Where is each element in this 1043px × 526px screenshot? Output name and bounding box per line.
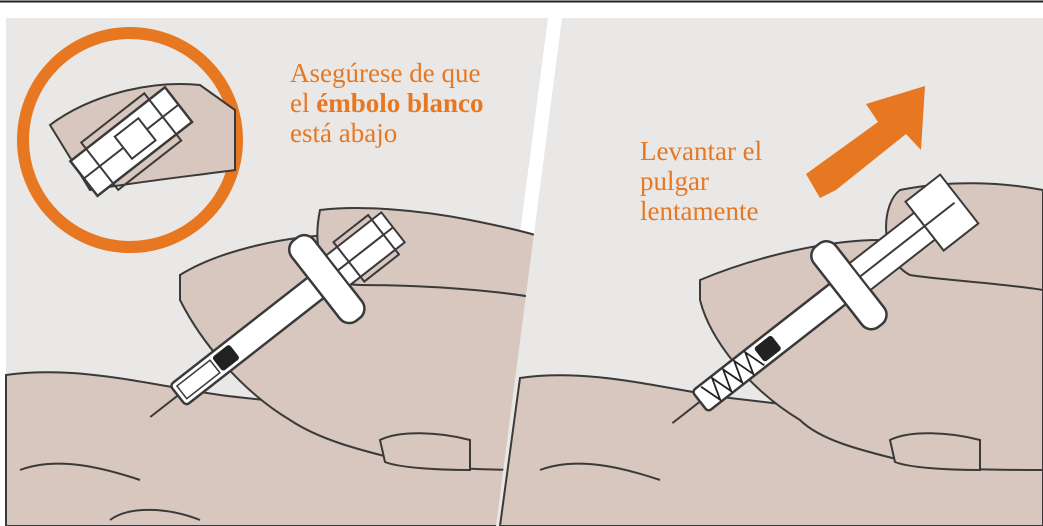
- instruction-prefix: el: [290, 88, 317, 118]
- syringe-icon: [149, 210, 407, 418]
- instruction-line-3: está abajo: [290, 118, 398, 148]
- syringe-icon-2: [671, 173, 980, 424]
- panel-1-instruction: Asegúrese de que el émbolo blanco está a…: [290, 58, 530, 148]
- panel-2-illustration: [496, 18, 1043, 526]
- thumb-nail: [378, 432, 471, 472]
- instruction-emphasis: émbolo blanco: [316, 88, 484, 118]
- instruction-line-3: lentamente: [640, 196, 759, 226]
- panel-1-illustration: [5, 18, 549, 526]
- panel-2-instruction: Levantar el pulgar lentamente: [640, 136, 810, 226]
- arrow-up-right-icon: [806, 86, 925, 198]
- instruction-line-1: Levantar el: [640, 136, 763, 166]
- instruction-line-2: pulgar: [640, 166, 709, 196]
- instruction-line-2: el émbolo blanco: [290, 88, 530, 118]
- instruction-line-1: Asegúrese de que: [290, 58, 481, 88]
- hand-2: [699, 238, 1043, 471]
- magnifier-circle-icon: [17, 27, 243, 253]
